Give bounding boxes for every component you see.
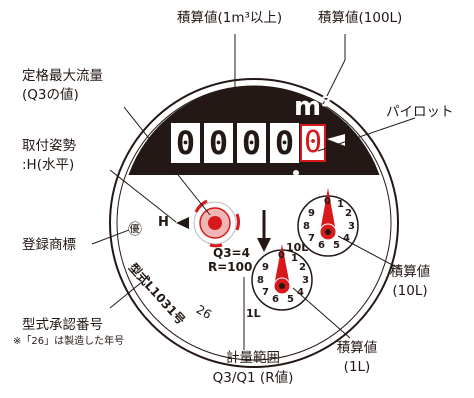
label-range-sub: Q3/Q1 (R値): [212, 370, 294, 386]
label-orientation: 取付姿勢: [22, 138, 76, 154]
dial-number: 6: [272, 294, 279, 305]
trademark-symbol: ㊝: [128, 222, 142, 238]
label-trademark: 登録商標: [22, 237, 76, 253]
leader-lines: [91, 34, 416, 350]
q3-value: Q3=4: [213, 246, 250, 260]
dial-number: 3: [348, 221, 355, 232]
dial-number: 2: [299, 262, 306, 273]
pilot-center: [208, 216, 222, 230]
dial-number: 5: [287, 294, 294, 305]
label-total-100l: 積算値(100L): [318, 10, 403, 26]
label-total-1m3: 積算値(1m³以上): [177, 10, 283, 26]
dial-number: 0: [324, 196, 331, 207]
label-model-note: ※「26」は製造した年号: [13, 336, 125, 347]
label-max-flow: 定格最大流量: [22, 68, 103, 84]
dial-number: 4: [343, 233, 350, 244]
orientation-mark: H: [158, 215, 169, 230]
odometer-digit: 0: [241, 124, 262, 162]
unit-label: m³: [294, 92, 333, 122]
dial-number: 5: [333, 240, 340, 251]
label-model-approval: 型式承認番号: [22, 317, 103, 333]
dial-number: 0: [278, 250, 285, 261]
odometer-digit: 0: [175, 124, 196, 162]
hundred-l-box: [300, 124, 326, 162]
h-arrow: [176, 217, 189, 229]
label-orientation-sub: :H(水平): [22, 157, 75, 173]
dial-number: 1: [337, 199, 344, 210]
odometer-boxes: [171, 123, 299, 163]
dial-number: 1: [291, 253, 298, 264]
dial-10l-label: 10L: [286, 241, 309, 254]
r-value: R=100: [208, 260, 253, 274]
dial-1l-pointer: [274, 244, 290, 286]
dial-number: 7: [308, 233, 315, 244]
label-total-10l-sub: (10L): [392, 283, 428, 299]
dial-number: 3: [302, 275, 309, 286]
label-max-flow-sub: (Q3の値): [22, 87, 79, 103]
dial-number: 8: [303, 221, 310, 232]
dial-1l-label: 1L: [246, 307, 261, 320]
pilot-dot: [293, 170, 299, 176]
odometer-digit: 0: [208, 124, 229, 162]
dial-number: 6: [318, 240, 325, 251]
label-range: 計量範囲: [226, 350, 280, 366]
dial-number: 8: [257, 275, 264, 286]
dial-number: 9: [262, 262, 269, 273]
dial-number: 4: [297, 287, 304, 298]
hundred-l-digit: 0: [303, 125, 323, 160]
label-total-1l-sub: (1L): [343, 359, 371, 375]
label-total-1l: 積算値: [336, 340, 378, 356]
dial-10l-pointer: [320, 188, 336, 232]
dial-number: 9: [308, 208, 315, 219]
odometer-digit: 0: [274, 124, 295, 162]
label-total-10l: 積算値: [389, 264, 431, 280]
flow-arrow-head: [257, 238, 271, 252]
dial-number: 2: [345, 208, 352, 219]
dial-number: 7: [262, 287, 269, 298]
label-pilot: パイロット: [386, 104, 454, 120]
